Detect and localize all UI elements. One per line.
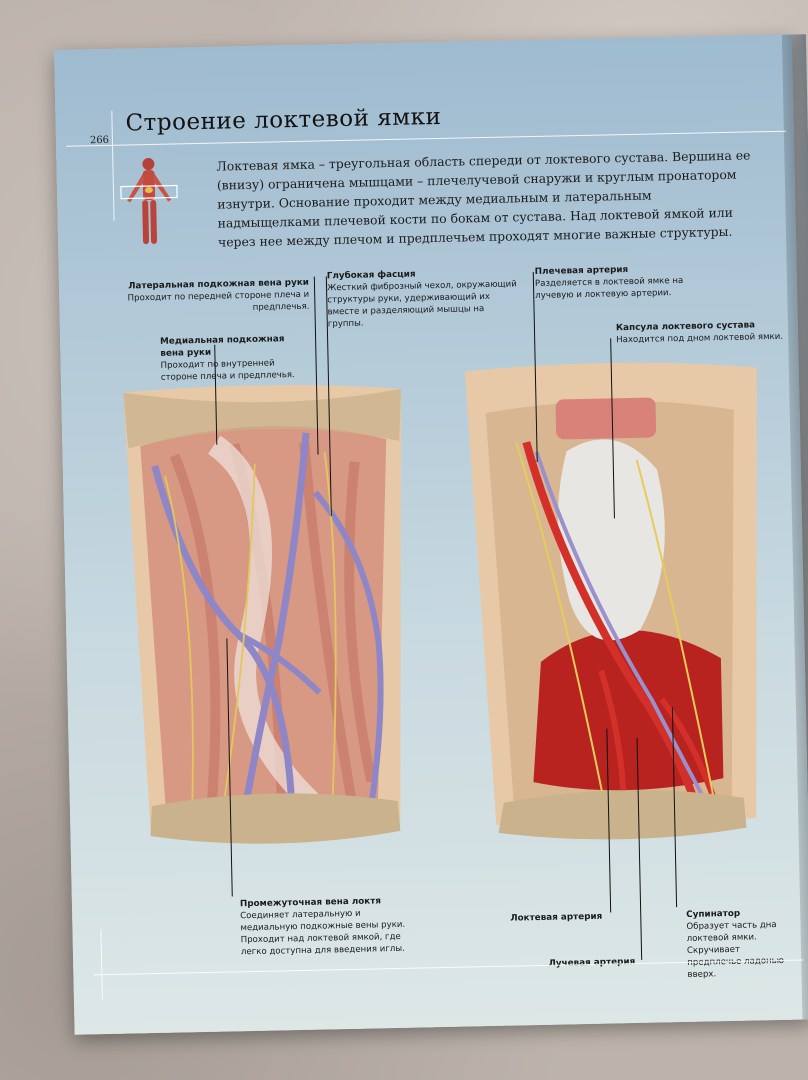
median-cubital-vein-shape (236, 631, 322, 695)
label-ulnar-artery-title: Локтевая артерия (510, 911, 603, 924)
label-lateral-vein-text: Проходит по передней стороне плеча и пре… (127, 289, 310, 313)
vein-shape (534, 451, 706, 800)
label-capsule-text: Находится под дном локтевой ямки. (616, 331, 784, 346)
label-deep-fascia: Глубокая фасция Жесткий фиброзный чехол,… (327, 266, 518, 330)
ulnar-artery-shape (659, 697, 717, 800)
body-figure-icon (120, 158, 178, 245)
illustration-deep-structures (464, 362, 757, 840)
label-supinator: Супинатор Образует часть дна локтевой ям… (686, 907, 787, 981)
nerves (515, 442, 715, 801)
label-medial-vein-title: Медиальная подкожная вена руки (160, 334, 285, 359)
label-ulnar-artery: Локтевая артерия (502, 911, 602, 925)
page-edge-shadow (781, 34, 808, 1020)
label-median-cubital-vein: Промежуточная вена локтя Соединяет латер… (240, 895, 406, 958)
label-brachial-artery-title: Плечевая артерия (534, 265, 629, 277)
label-lateral-vein: Латеральная подкожная вена руки Проходит… (119, 277, 310, 317)
label-medial-vein: Медиальная подкожная вена руки Проходит … (160, 333, 301, 384)
lateral-vein-shape (238, 432, 310, 825)
cut-muscle (555, 397, 657, 440)
label-supinator-title: Супинатор (686, 908, 741, 920)
label-capsule: Капсула локтевого сустава Находится под … (616, 319, 786, 347)
illustration-superficial-veins (123, 384, 402, 844)
book-page: 266 Строение локтевой ямки Локтевая ямка… (54, 34, 808, 1035)
header-vertical-rule (111, 110, 115, 221)
label-supinator-text: Образует часть дна локтевой ямки. Скручи… (686, 920, 784, 980)
label-brachial-artery: Плечевая артерия Разделяется в локтевой … (535, 262, 716, 302)
page-title: Строение локтевой ямки (125, 103, 442, 137)
label-median-cubital-vein-title: Промежуточная вена локтя (239, 896, 382, 910)
intro-paragraph: Локтевая ямка – треугольная область спер… (216, 147, 751, 250)
label-medial-vein-text: Проходит по внутренней стороне плеча и п… (160, 358, 295, 383)
brachial-artery-shape (522, 441, 698, 801)
footer-vertical-rule (100, 929, 103, 1000)
label-deep-fascia-text: Жесткий фиброзный чехол, окружающий стру… (326, 279, 517, 330)
label-median-cubital-vein-text: Соединяет латеральную и медиальную подко… (240, 908, 406, 958)
label-brachial-artery-text: Разделяется в локтевой ямке на лучевую и… (534, 275, 684, 301)
